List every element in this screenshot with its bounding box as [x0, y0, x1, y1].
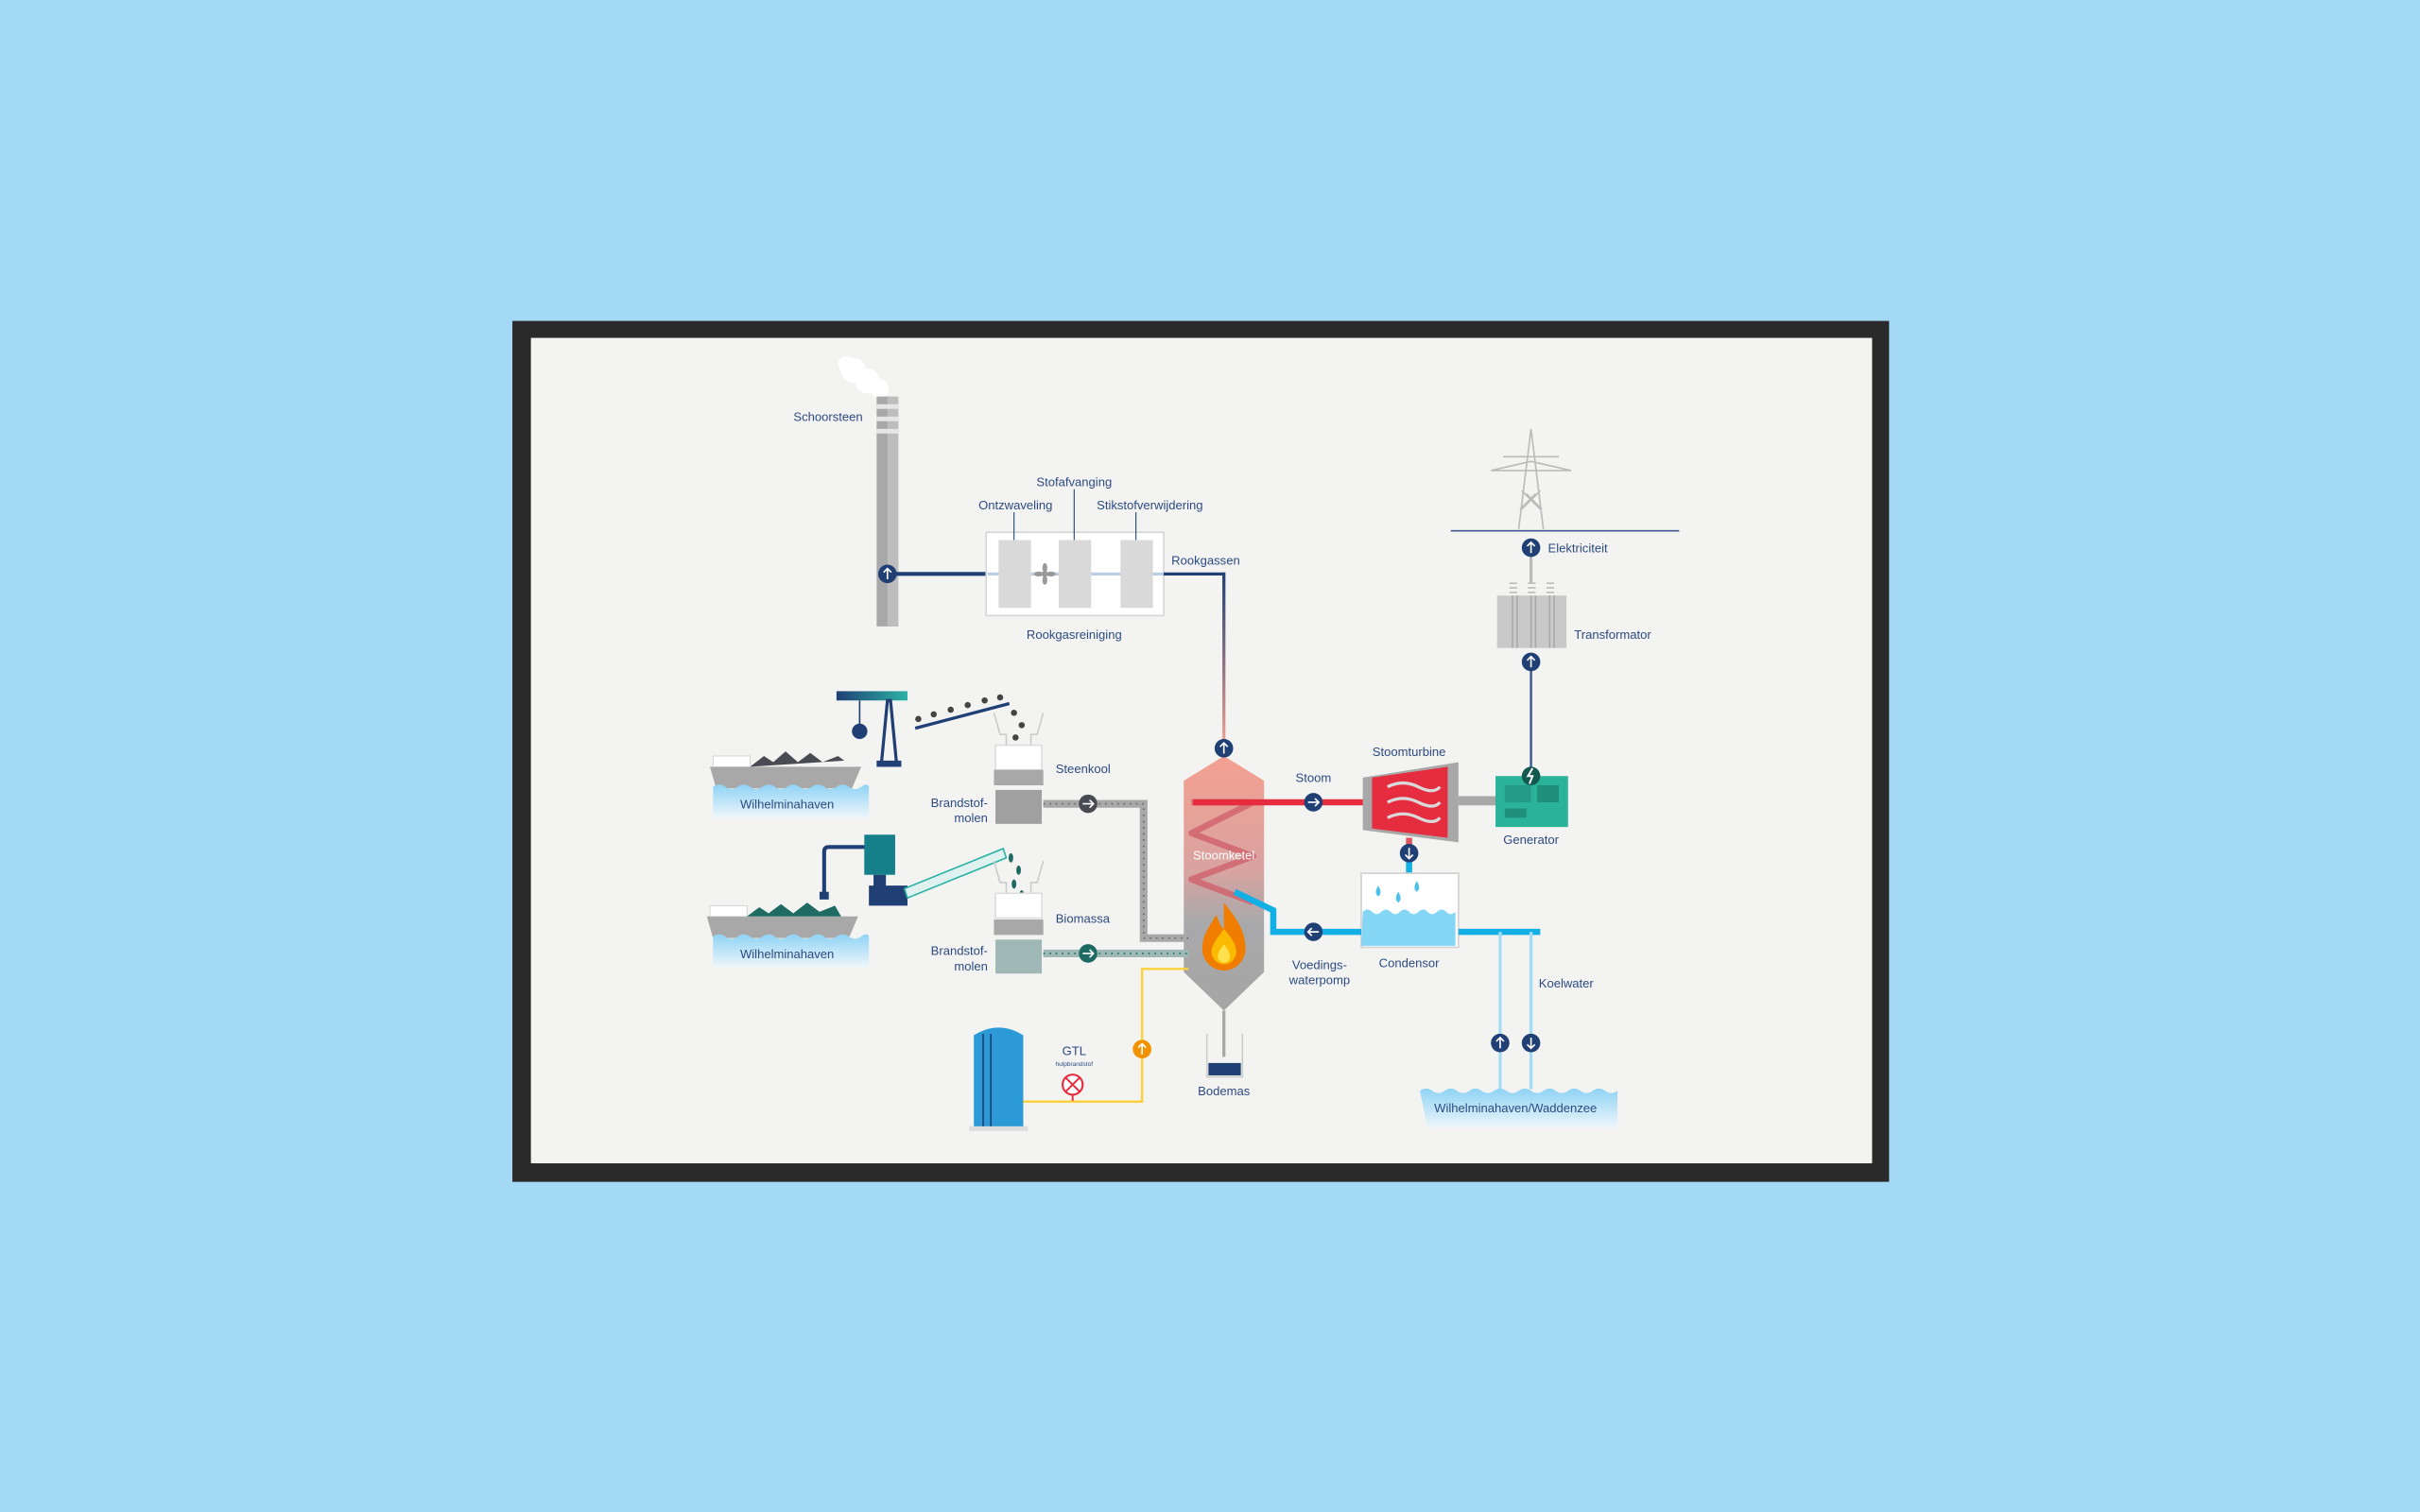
label-denox: Stikstofverwijdering	[1097, 498, 1202, 512]
arrow-up-icon	[877, 564, 897, 584]
arrow-right-icon	[1079, 794, 1098, 814]
label-coal-mill-1: Brandstof-	[931, 796, 988, 810]
filter-stacks	[998, 540, 1153, 609]
arrow-right-icon	[1079, 944, 1098, 963]
arrow-up-icon	[1491, 1033, 1510, 1053]
bottom-ash-container	[1205, 1033, 1244, 1078]
generator	[1495, 776, 1568, 828]
label-harbor-1: Wilhelminahaven	[740, 798, 834, 812]
turbine-shaft	[1458, 796, 1497, 806]
gtl-pipe	[1023, 968, 1189, 1103]
flame-icon	[1201, 902, 1246, 971]
harbor-water	[713, 934, 870, 968]
transformer	[1496, 582, 1567, 648]
label-biomass: Biomassa	[1056, 911, 1111, 925]
label-flue-gases: Rookgassen	[1171, 554, 1240, 568]
crane	[836, 691, 908, 767]
label-electricity: Elektriciteit	[1548, 541, 1608, 555]
biomass-unloader	[819, 834, 908, 906]
label-generator: Generator	[1503, 833, 1559, 847]
arrow-up-icon	[1214, 739, 1234, 758]
label-gtl-sub: hulpbrandstof	[1056, 1061, 1094, 1068]
arrow-up-icon	[1521, 538, 1541, 558]
label-chimney: Schoorsteen	[793, 410, 862, 424]
label-cooling-water: Koelwater	[1539, 976, 1595, 990]
label-feedwater-pump-1: Voedings-	[1292, 957, 1347, 971]
label-transformer: Transformator	[1574, 627, 1651, 642]
arrow-left-icon	[1304, 922, 1323, 941]
steam-turbine	[1362, 762, 1459, 843]
valve-icon	[1062, 1074, 1084, 1101]
label-bottom-ash: Bodemas	[1198, 1084, 1251, 1098]
label-gtl: GTL	[1063, 1044, 1086, 1058]
lightning-icon	[1521, 766, 1541, 786]
arrow-down-icon	[1399, 844, 1419, 863]
label-steam: Stoom	[1296, 771, 1332, 785]
coal-mill	[993, 713, 1045, 824]
label-sea: Wilhelminahaven/Waddenzee	[1434, 1101, 1597, 1115]
fan-icon	[1033, 562, 1056, 585]
biomass-mill	[993, 860, 1045, 974]
arrow-down-icon	[1521, 1033, 1541, 1053]
label-condensor: Condensor	[1379, 956, 1440, 971]
harbor-water	[713, 784, 870, 818]
label-feedwater-pump-2: waterpomp	[1288, 973, 1351, 988]
arrow-right-icon	[1304, 793, 1323, 812]
sea-water	[1420, 1088, 1618, 1128]
label-dust-capture: Stofafvanging	[1036, 474, 1112, 489]
label-biomass-mill-1: Brandstof-	[931, 944, 988, 958]
label-coal: Steenkool	[1056, 762, 1111, 776]
condensor	[1360, 872, 1460, 949]
power-pylon-icon	[1490, 428, 1572, 530]
label-desulfurization: Ontzwaveling	[978, 498, 1052, 512]
arrow-up-icon	[1132, 1040, 1151, 1058]
coal-ship	[710, 766, 862, 789]
gtl-tank	[969, 1027, 1028, 1131]
arrow-up-icon	[1521, 652, 1541, 672]
coal-conveyor	[914, 701, 1011, 730]
label-harbor-2: Wilhelminahaven	[740, 947, 834, 961]
label-flue-gas-cleaning: Rookgasreiniging	[1027, 627, 1122, 642]
label-biomass-mill-2: molen	[954, 959, 988, 973]
label-boiler: Stoomketel	[1193, 848, 1254, 862]
label-coal-mill-2: molen	[954, 811, 988, 825]
paper-canvas	[530, 337, 1873, 1164]
biomass-conveyor	[903, 847, 1008, 900]
label-steam-turbine: Stoomturbine	[1373, 745, 1446, 759]
biomass-ship	[706, 916, 858, 938]
